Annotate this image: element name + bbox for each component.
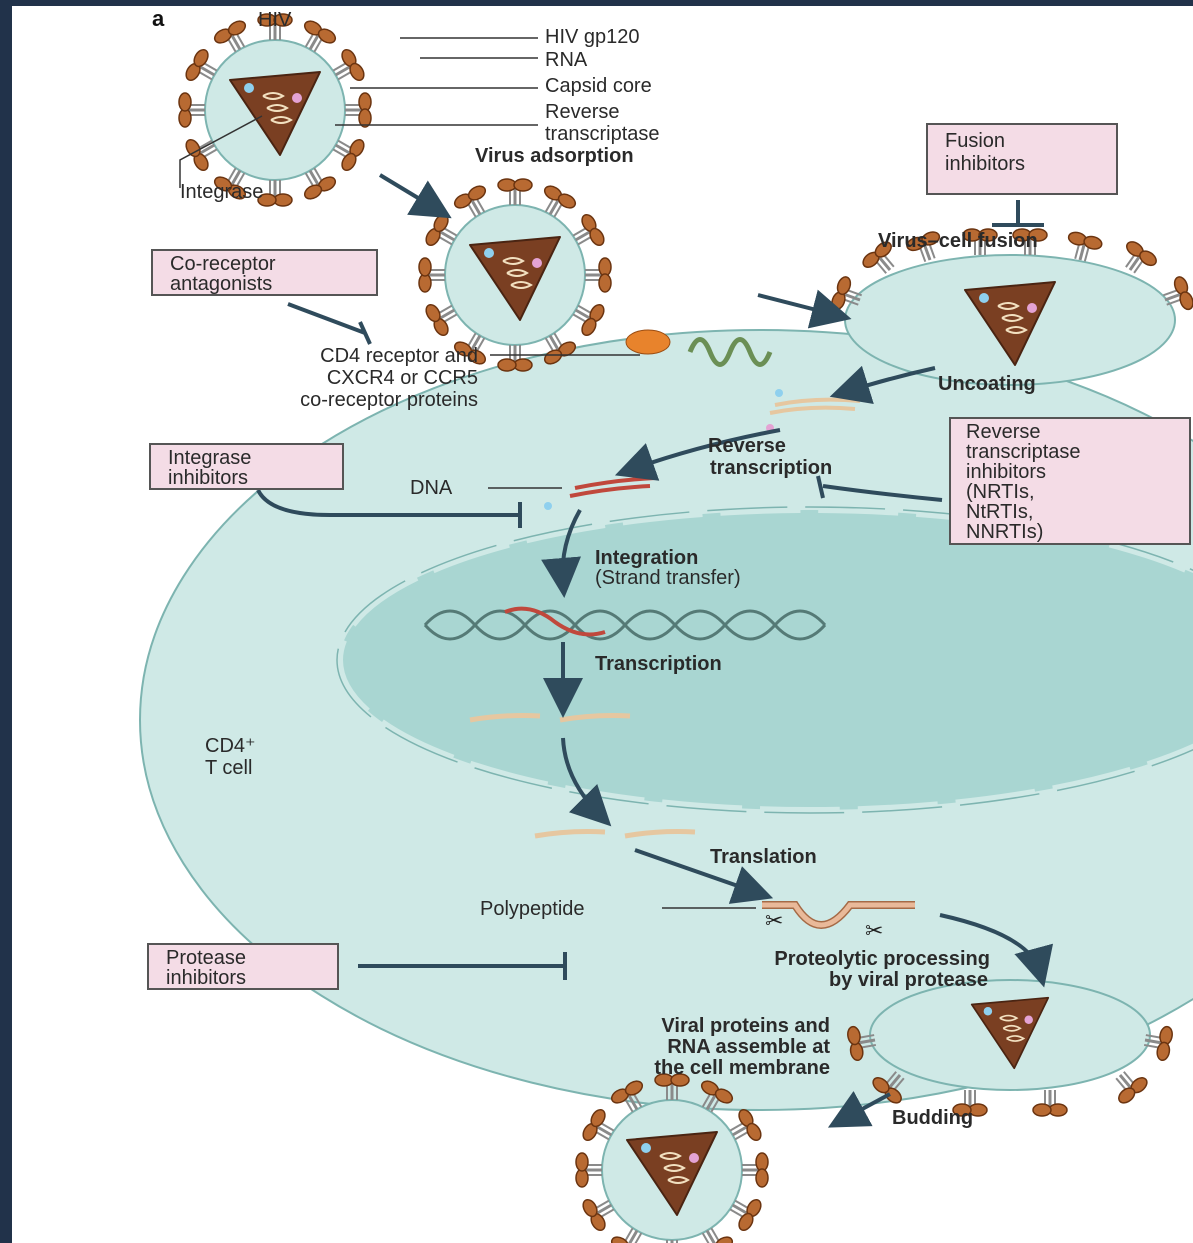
top-frame-strip [0,0,1193,6]
step-translation: Translation [710,846,817,868]
protease-inhibitors-box: Protease inhibitors [147,943,339,990]
capsid-core-label: Capsid core [545,75,652,97]
mrna [624,829,696,839]
nuclear-envelope [337,507,1193,813]
step-budding: Budding [892,1107,973,1129]
integrase-label: Integrase [180,181,263,203]
rt-inhibitors-box: Reverse transcriptase inhibitors (NRTIs,… [949,417,1191,545]
polypeptide-label: Polypeptide [480,898,585,920]
rt-inhibitors-line2: transcriptase [966,441,1081,463]
step-proteolytic-line1: Proteolytic processing [774,948,990,970]
cd4-receptor-label-line2: CXCR4 or CCR5 [327,367,478,389]
cd4-receptor-label-line1: CD4 receptor and [320,345,478,367]
rt-inhibitors-line4: (NRTIs, [966,481,1035,503]
scissors-icon: ✂ [765,908,783,933]
hiv-label: HIV [258,9,292,31]
integrase-dot [544,502,552,510]
coreceptor-antagonists-box: Co-receptor antagonists [151,249,378,296]
integrase-inhibitors-box: Integrase inhibitors [149,443,344,490]
dna-label: DNA [410,477,453,499]
protease-inhibitors-line2: inhibitors [166,967,246,989]
integrase-inhibitors-line1: Integrase [168,447,251,469]
protease-inhibitors-line1: Protease [166,947,246,969]
step-integration-line1: Integration [595,547,698,569]
nuclear-envelope-outline [336,506,1193,814]
leader-lines [179,37,756,909]
process-arrows [378,173,1054,1128]
rt-inhibitors-line3: inhibitors [966,461,1046,483]
virion-adsorbing [419,179,611,371]
step-proteolytic-line2: by viral protease [829,969,988,991]
step-uncoating: Uncoating [938,373,1036,395]
mrna [469,713,541,723]
virion-assembling [844,979,1176,1118]
coreceptor-antagonists-line2: antagonists [170,273,272,295]
inhibition-lines [256,200,1044,980]
step-reverse-transcription-line2: transcription [710,457,832,479]
dna-strand [569,484,651,498]
panel-label: a [152,6,165,31]
cd4-t-cell-label-line2: T cell [205,757,252,779]
step-transcription: Transcription [595,653,722,675]
mrna [559,713,631,723]
scissors-icon: ✂ [865,918,883,943]
gp120-label: HIV gp120 [545,26,640,48]
mrna [534,829,606,839]
virion-fusing [828,227,1193,386]
cd4-t-cell-label-line1: CD4⁺ [205,735,256,757]
rt-inhibitors-line1: Reverse [966,421,1040,443]
step-assembly-line2: RNA assemble at [667,1036,830,1058]
rt-enzyme [775,389,783,397]
host-dna-helix [423,606,827,641]
cd4-receptor [625,329,671,355]
reverse-transcriptase-label-line1: Reverse [545,101,619,123]
step-integration-line2: (Strand transfer) [595,567,741,589]
rt-inhibitors-line6: NNRTIs) [966,521,1043,543]
reverse-transcriptase-label-line2: transcriptase [545,123,660,145]
rt-inhibitors-line5: NtRTIs, [966,501,1033,523]
rna-strand [769,405,856,415]
coreceptor-antagonists-line1: Co-receptor [170,253,276,275]
fusion-inhibitors-line1: Fusion [945,130,1005,152]
step-virus-adsorption: Virus adsorption [475,145,634,167]
polypeptide-chain-inner [762,902,915,928]
step-assembly-line3: the cell membrane [654,1057,830,1079]
step-reverse-transcription-line1: Reverse [708,435,786,457]
virion-free [179,14,371,206]
fusion-inhibitors-line2: inhibitors [945,153,1025,175]
cd4-receptor-label-line3: co-receptor proteins [300,389,478,411]
left-frame-strip [0,0,12,1243]
rna-label: RNA [545,49,588,71]
coreceptor-protein [687,337,773,367]
fusion-inhibitors-box: Fusion inhibitors [926,123,1118,195]
step-assembly-line1: Viral proteins and [661,1015,830,1037]
step-virus-cell-fusion: Virus–cell fusion [878,230,1038,252]
integrase-inhibitors-line2: inhibitors [168,467,248,489]
